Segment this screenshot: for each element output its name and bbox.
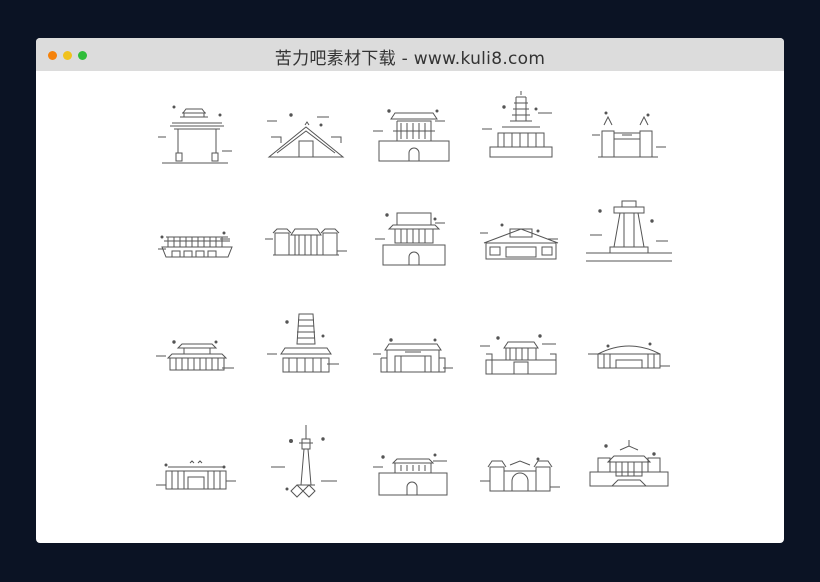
gate-tower-icon[interactable] xyxy=(369,199,459,279)
city-gate-icon[interactable] xyxy=(369,431,459,511)
close-button[interactable] xyxy=(48,51,57,60)
icon-gallery xyxy=(36,71,784,543)
title-bar: 苦力吧素材下载 - www.kuli8.com xyxy=(36,38,784,71)
triangular-roof-hall-icon[interactable] xyxy=(261,91,351,171)
long-colonnade-hall-icon[interactable] xyxy=(152,199,242,279)
museum-hall-icon[interactable] xyxy=(476,199,566,279)
window-controls xyxy=(48,51,87,60)
browser-window: 苦力吧素材下载 - www.kuli8.com xyxy=(36,38,784,543)
pagoda-icon[interactable] xyxy=(476,85,566,165)
twin-tower-gate-icon[interactable] xyxy=(584,91,674,171)
maximize-button[interactable] xyxy=(78,51,87,60)
arched-hall-icon[interactable] xyxy=(584,314,674,394)
double-eave-temple-icon[interactable] xyxy=(152,314,242,394)
walled-palace-icon[interactable] xyxy=(476,314,566,394)
tall-pagoda-icon[interactable] xyxy=(261,306,351,386)
government-building-icon[interactable] xyxy=(152,431,242,511)
ornate-gateway-icon[interactable] xyxy=(476,431,566,511)
minimize-button[interactable] xyxy=(63,51,72,60)
monument-tower-icon[interactable] xyxy=(584,191,674,271)
grand-temple-icon[interactable] xyxy=(584,426,674,506)
tv-tower-icon[interactable] xyxy=(261,421,351,501)
archway-gate-icon[interactable] xyxy=(152,91,242,171)
city-wall-tower-icon[interactable] xyxy=(369,91,459,171)
palace-complex-icon[interactable] xyxy=(261,199,351,279)
station-building-icon[interactable] xyxy=(369,314,459,394)
window-title: 苦力吧素材下载 - www.kuli8.com xyxy=(274,49,546,69)
